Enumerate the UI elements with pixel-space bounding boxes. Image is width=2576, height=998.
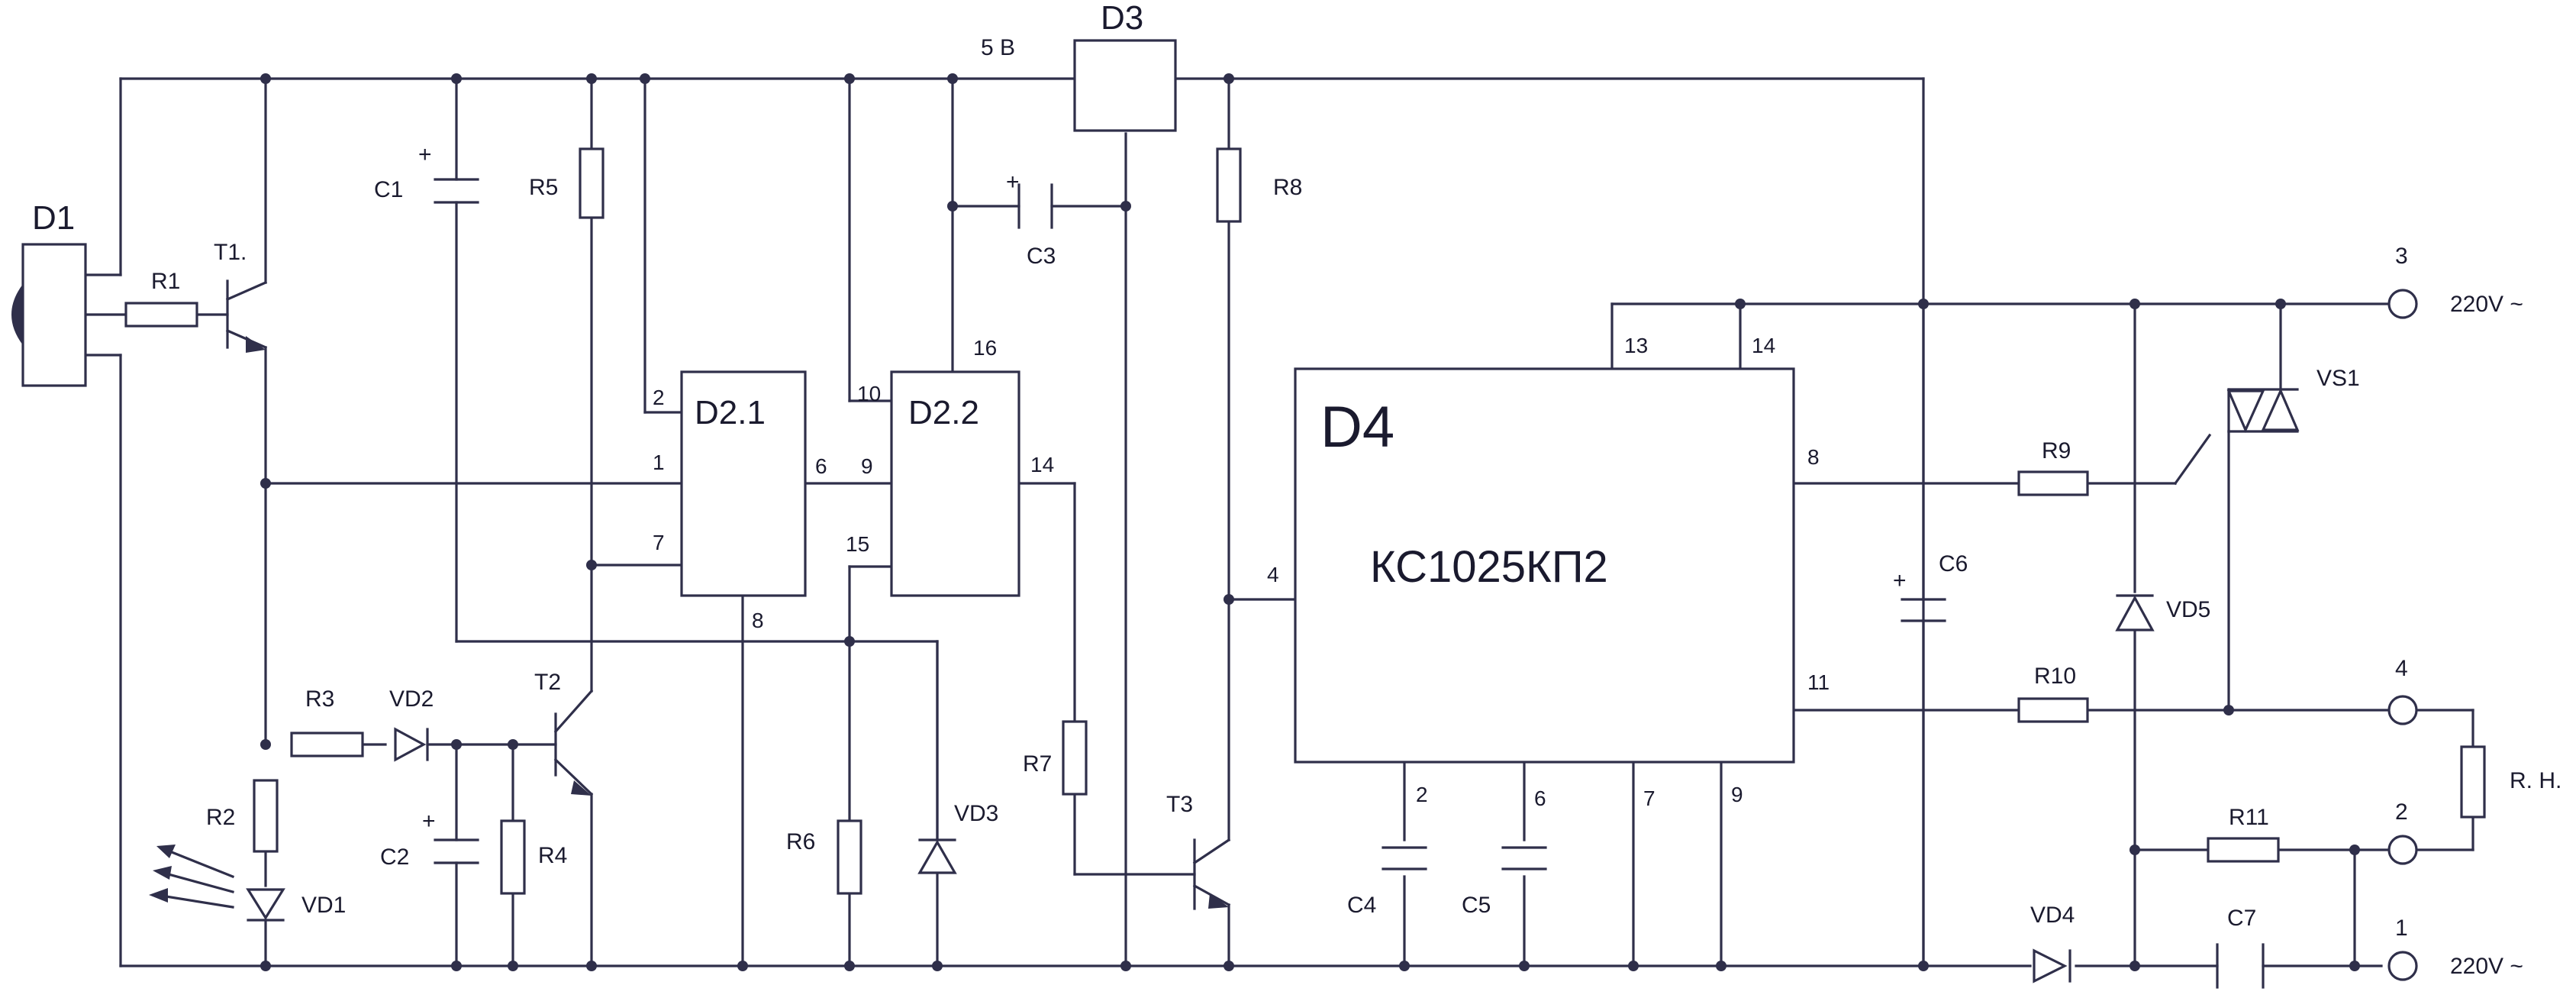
d3-label: D3	[1101, 0, 1143, 37]
d22-pin-16: 16	[973, 336, 997, 360]
diodes: VD1 VD2 VD3 VD4 VD5	[149, 594, 2210, 983]
d22-pin-9: 9	[861, 454, 873, 478]
c1-plus: +	[418, 142, 432, 167]
d4-pin-9: 9	[1731, 783, 1743, 806]
d4-label: D4	[1320, 395, 1394, 460]
d22-label: D2.2	[908, 394, 979, 431]
r1	[124, 302, 198, 328]
terminal-2-label: 2	[2395, 799, 2408, 825]
d4-pin-13: 13	[1624, 334, 1648, 357]
mains-top-label: 220V ~	[2450, 292, 2523, 317]
vd1-light-arrows	[149, 845, 235, 909]
capacitors: + C1 + C2 + C3 C4 C5 + C6 C7	[374, 142, 2265, 989]
d21-pin-2: 2	[653, 386, 665, 409]
d4-part-number: КС1025КП2	[1370, 542, 1608, 592]
r9-label: R9	[2042, 438, 2071, 463]
c3-plus: +	[1006, 170, 1020, 195]
r9	[2017, 470, 2089, 496]
terminal-4-label: 4	[2395, 656, 2408, 681]
d22-pin-10: 10	[857, 382, 881, 405]
vd2-label: VD2	[389, 686, 434, 712]
rh-label: R. H.	[2510, 768, 2561, 793]
r4-label: R4	[538, 843, 567, 868]
t1-label: T1.	[214, 240, 247, 265]
transistors: T1. T2 T3	[214, 240, 1229, 909]
resistors: R1 R2 R3 R4 R5 R6 R7 R8 R9 R10 R11 R. H.	[124, 147, 2561, 895]
d1-label: D1	[32, 199, 75, 237]
d4-pin-6: 6	[1534, 786, 1546, 810]
mains-bottom-label: 220V ~	[2450, 954, 2523, 979]
d4-pin-4: 4	[1267, 563, 1279, 586]
r10	[2017, 697, 2089, 723]
d21-pin-1: 1	[653, 451, 665, 474]
r3	[290, 732, 364, 757]
supply-5v-label: 5 В	[981, 35, 1015, 60]
c6-plus: +	[1893, 568, 1907, 593]
d21-label: D2.1	[695, 394, 766, 431]
d4-pin-2: 2	[1416, 783, 1428, 806]
terminals: 3 220V ~ 4 2 1 220V ~	[2387, 244, 2523, 981]
d21-pin-6: 6	[815, 454, 827, 478]
vs1-label: VS1	[2316, 366, 2360, 391]
rh-load	[2460, 745, 2486, 819]
t3-label: T3	[1166, 792, 1193, 817]
d21-pin-7: 7	[653, 531, 665, 554]
c2-label: C2	[380, 845, 409, 870]
vd3-label: VD3	[954, 801, 998, 826]
r8-label: R8	[1273, 175, 1302, 200]
r3-label: R3	[305, 686, 334, 712]
d22-gate: D2.2 10 16 9 14 15	[846, 336, 1054, 597]
r5	[579, 147, 605, 219]
t2-label: T2	[534, 670, 561, 695]
d3-regulator: D3 5 В	[981, 0, 1177, 132]
d4-pin-14: 14	[1752, 334, 1775, 357]
r11-label: R11	[2229, 805, 2269, 830]
vd4-label: VD4	[2030, 903, 2075, 928]
d22-pin-14: 14	[1030, 453, 1054, 476]
r7	[1062, 720, 1088, 796]
c4-label: C4	[1347, 893, 1376, 918]
junction-nodes	[260, 73, 2360, 971]
d21-pin-8: 8	[752, 609, 764, 632]
d4-pin-8: 8	[1807, 445, 1820, 469]
terminal-3-label: 3	[2395, 244, 2408, 269]
d21-gate: D2.1 2 1 7 6 8	[653, 370, 827, 632]
r4	[500, 819, 526, 895]
d4-chip: D4 КС1025КП2 13 14 8 4 11 2 6 7 9	[1267, 334, 1830, 810]
d22-pin-15: 15	[846, 532, 869, 556]
c7-label: C7	[2227, 906, 2256, 931]
c2-plus: +	[422, 809, 436, 834]
c5-label: C5	[1462, 893, 1491, 918]
r6	[837, 819, 862, 895]
c1-label: C1	[374, 177, 403, 202]
vd5-label: VD5	[2166, 597, 2210, 622]
vd1-label: VD1	[301, 893, 346, 918]
r6-label: R6	[786, 829, 815, 854]
vs1-triac: VS1	[2226, 366, 2360, 433]
c6-label: C6	[1939, 551, 1968, 577]
r8	[1216, 147, 1242, 223]
r1-label: R1	[151, 269, 180, 294]
r11	[2207, 837, 2280, 863]
terminal-1-label: 1	[2395, 916, 2408, 941]
r10-label: R10	[2034, 664, 2076, 689]
d4-pin-11: 11	[1807, 670, 1830, 694]
d1-sensor: D1	[11, 199, 87, 387]
r2	[253, 779, 279, 853]
r2-label: R2	[206, 805, 235, 830]
wires	[84, 77, 2474, 967]
r5-label: R5	[529, 175, 558, 200]
d4-pin-7: 7	[1643, 786, 1656, 810]
c3-label: C3	[1027, 244, 1056, 269]
r7-label: R7	[1023, 751, 1052, 777]
